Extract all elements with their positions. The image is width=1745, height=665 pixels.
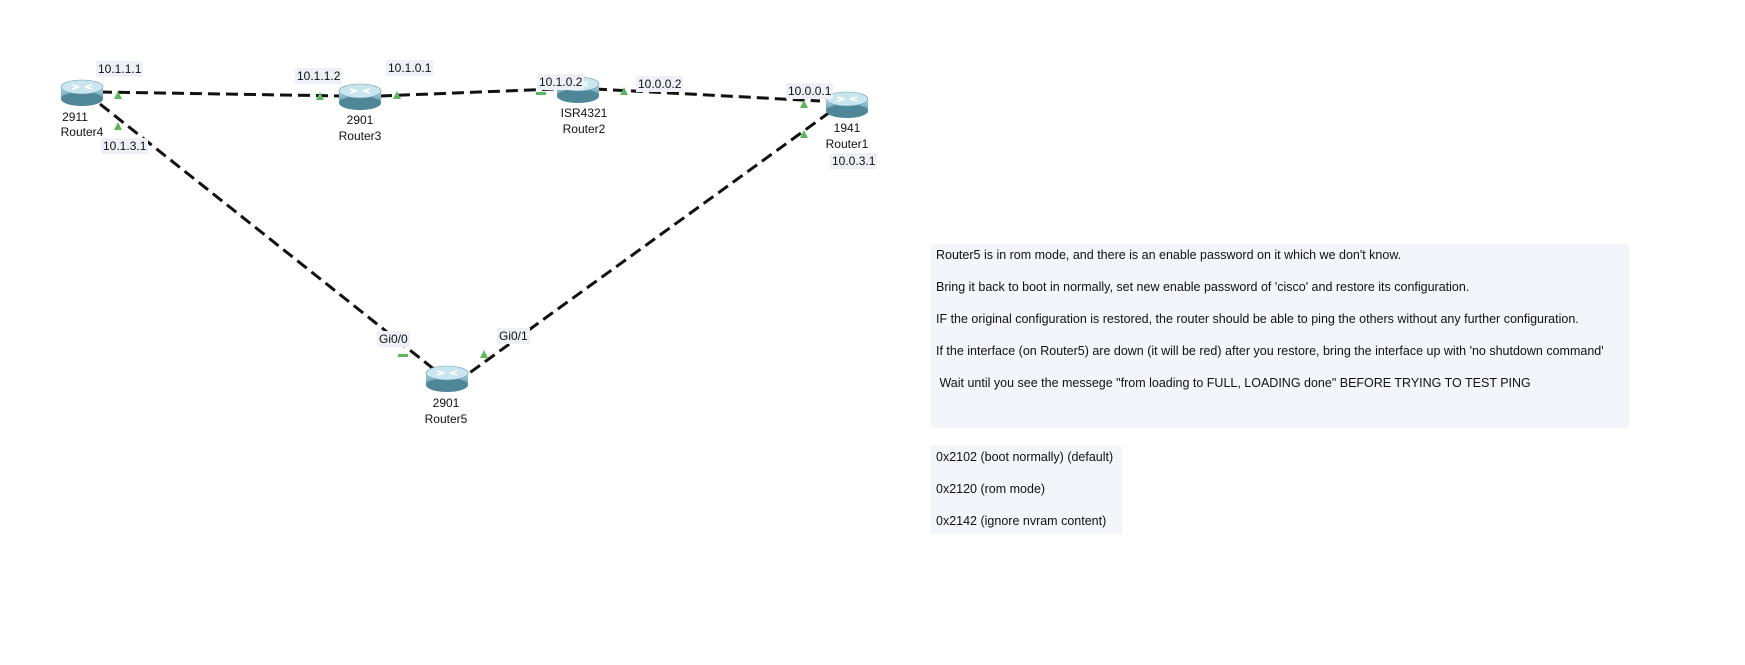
port-down-indicator — [398, 354, 408, 357]
ip-label: 10.1.0.2 — [537, 74, 585, 90]
device-name: Router1 — [825, 137, 869, 151]
note-line: IF the original configuration is restore… — [936, 312, 1579, 326]
device-name: Router3 — [338, 129, 382, 143]
note-line: Router5 is in rom mode, and there is an … — [936, 248, 1402, 262]
ip-label: 10.1.3.1 — [101, 138, 149, 154]
device-name: Router2 — [562, 122, 606, 136]
interface-label: Gi0/0 — [377, 331, 410, 347]
router-icon[interactable] — [338, 83, 382, 110]
register-line: 0x2142 (ignore nvram content) — [936, 514, 1107, 528]
config-register-note: 0x2102 (boot normally) (default) 0x2120 … — [931, 446, 1122, 534]
port-up-indicator — [114, 122, 122, 130]
link-router4-router3[interactable] — [99, 90, 346, 98]
register-line: 0x2120 (rom mode) — [936, 482, 1046, 496]
router-icon[interactable] — [60, 79, 104, 106]
link-router1-router5[interactable] — [467, 110, 831, 376]
device-model: ISR4321 — [560, 106, 608, 120]
device-name: Router5 — [424, 412, 468, 426]
note-line: Bring it back to boot in normally, set n… — [936, 280, 1470, 294]
port-up-indicator — [480, 350, 488, 358]
device-model: 1941 — [833, 121, 861, 135]
device-model: 2901 — [346, 113, 374, 127]
router-icon[interactable] — [825, 91, 869, 118]
link-router3-router2[interactable] — [379, 87, 556, 98]
register-line: 0x2102 (boot normally) (default) — [936, 450, 1114, 464]
ip-label: 10.0.0.2 — [636, 76, 684, 92]
port-up-indicator — [800, 130, 808, 138]
port-down-indicator — [536, 92, 546, 95]
ip-label: 10.1.1.1 — [96, 61, 144, 77]
ip-label: 10.0.3.1 — [830, 153, 878, 169]
port-up-indicator — [620, 87, 628, 95]
ip-label: 10.0.0.1 — [786, 83, 834, 99]
link-router2-router1[interactable] — [594, 87, 821, 103]
port-up-indicator — [316, 92, 324, 100]
port-up-indicator — [800, 100, 808, 108]
ip-label: 10.1.1.2 — [295, 68, 343, 84]
interface-label: Gi0/1 — [497, 328, 530, 344]
note-line: If the interface (on Router5) are down (… — [936, 344, 1604, 358]
ip-label: 10.1.0.1 — [386, 60, 434, 76]
instructions-note: Router5 is in rom mode, and there is an … — [931, 244, 1629, 428]
note-line: Wait until you see the messege "from loa… — [936, 376, 1531, 390]
port-up-indicator — [393, 91, 401, 99]
device-model: 2911 — [62, 110, 88, 124]
router-icon[interactable] — [425, 365, 469, 392]
port-up-indicator — [114, 91, 122, 99]
link-router4-router5[interactable] — [99, 102, 441, 376]
device-model: 2901 — [432, 396, 460, 410]
device-name: Router4 — [60, 125, 104, 139]
